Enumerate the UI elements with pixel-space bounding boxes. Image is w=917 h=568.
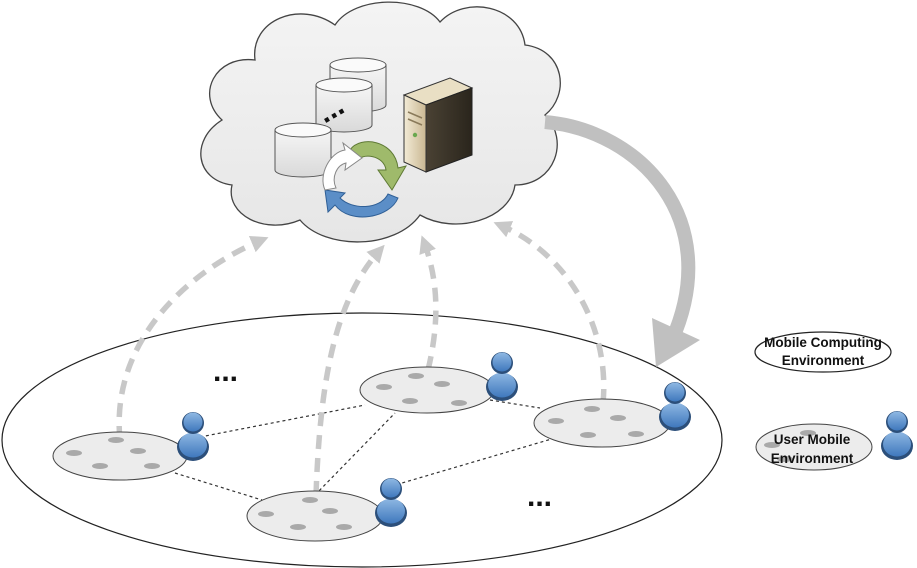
user-icon: [375, 478, 407, 527]
user-icon: [177, 412, 209, 461]
database-icon: [315, 77, 373, 133]
user-environment-node: [52, 412, 209, 481]
legend-computing-line1: Mobile Computing: [764, 335, 882, 350]
upload-arrows: [116, 221, 607, 496]
legend-user-line1: User Mobile: [774, 432, 851, 447]
server-icon: [402, 77, 474, 173]
big-arrow-head: [652, 318, 700, 367]
ellipsis-right: ...: [527, 480, 552, 513]
sync-icon: [322, 141, 408, 218]
network-links: [174, 399, 556, 501]
user-icon: [486, 352, 518, 401]
user-environment-node: [246, 478, 407, 542]
user-icon: [659, 382, 691, 431]
database-icon: [274, 122, 332, 178]
legend-mobile-computing: Mobile Computing Environment: [754, 331, 892, 373]
user-icon: [881, 411, 913, 460]
legend-user-mobile: User Mobile Environment: [755, 411, 913, 471]
ellipsis-left: ...: [213, 355, 238, 388]
legend-user-line2: Environment: [771, 451, 854, 466]
cloud: [200, 1, 561, 243]
big-curved-arrow: [544, 115, 696, 343]
user-environment-node: [359, 352, 518, 414]
legend-computing-line2: Environment: [782, 353, 865, 368]
mobile-computing-environment-ellipse: [1, 312, 723, 568]
user-environment-node: [533, 382, 691, 448]
